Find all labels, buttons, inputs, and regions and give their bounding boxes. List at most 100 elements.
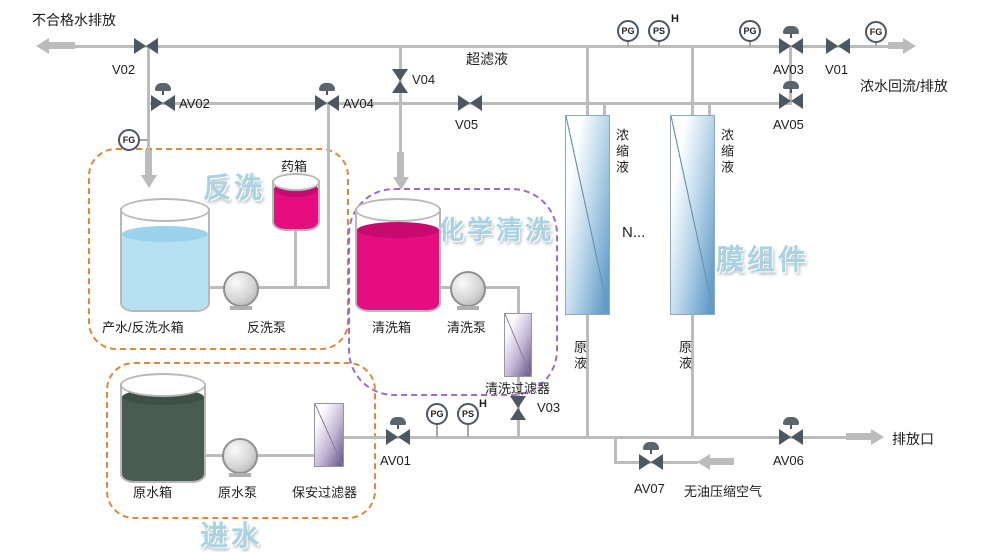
valve-av01 — [386, 417, 410, 445]
stem-pg-bottom — [436, 424, 438, 437]
label-concentrate-return-drain: 浓水回流/排放 — [860, 78, 948, 94]
section-title-backwash: 反洗 — [203, 171, 266, 204]
security-filter-icon — [314, 403, 344, 467]
liquid-surface — [122, 226, 208, 242]
label-discharge-port: 排放口 — [892, 431, 934, 447]
pipe-membrane1-concentrate-stub — [603, 103, 606, 116]
label-unqualified-water-drain: 不合格水排放 — [32, 12, 116, 28]
cleaning-inlet-arrow-icon — [393, 177, 409, 190]
label-feed-liquid-2: 原液 — [677, 340, 692, 372]
flow-gauge-icon: FG — [118, 129, 140, 151]
tank-liquid — [274, 181, 318, 229]
reflux-arrow-shaft — [888, 42, 904, 49]
label-cleaning-pump: 清洗泵 — [447, 320, 487, 335]
instrument-tag: PS — [652, 26, 665, 36]
tank-top-ellipse — [120, 373, 206, 397]
tank-shell — [355, 208, 441, 312]
stem-fg-left — [140, 139, 148, 141]
tank-top-ellipse — [355, 198, 441, 222]
tank-shell — [120, 383, 206, 483]
valve-label-av05: AV05 — [773, 117, 804, 132]
pressure-gauge-icon: PG — [739, 20, 761, 42]
valve-v05 — [458, 95, 482, 111]
discharge-arrow-shaft — [846, 433, 872, 440]
pipe-backwash-pump-line — [206, 286, 330, 289]
valve-av05 — [779, 81, 803, 109]
pipe-membrane1-feed — [586, 315, 589, 437]
label-concentrate-1: 浓缩液 — [614, 128, 629, 176]
drain-arrow-shaft — [49, 42, 75, 49]
tank-top-ellipse — [120, 198, 210, 222]
stem-ps-bottom — [467, 424, 469, 437]
raw-water-pump-icon — [222, 438, 258, 477]
label-n-more-modules: N... — [622, 224, 646, 241]
valve-label-av03: AV03 — [773, 62, 804, 77]
valve-av03 — [779, 26, 803, 54]
stem-pg-top1 — [627, 42, 629, 47]
pipe-backwash-branch — [147, 102, 403, 105]
backwash-inlet-arrow-shaft — [145, 150, 152, 176]
backwash-inlet-arrow-icon — [141, 175, 157, 188]
pressure-gauge-icon: PG — [426, 403, 448, 425]
label-feed-liquid-1: 原液 — [572, 340, 587, 372]
pipe-membrane2-concentrate-stub — [708, 103, 711, 116]
pressure-switch-icon: PS — [648, 20, 670, 42]
air-arrow-icon — [697, 454, 710, 470]
valve-label-v02: V02 — [112, 62, 136, 77]
instrument-tag: PG — [621, 26, 635, 36]
label-ultrafiltrate: 超滤液 — [466, 51, 508, 67]
tank-shell — [120, 208, 210, 312]
backwash-pump-icon — [223, 271, 259, 310]
valve-label-av01: AV01 — [380, 453, 411, 468]
valve-label-av02: AV02 — [179, 96, 210, 111]
high-marker: H — [671, 13, 679, 25]
pipe-backwash-riser — [327, 102, 330, 289]
zone-inlet — [106, 362, 376, 519]
pipe-v04-drop — [399, 45, 402, 155]
pipe-membrane2-permeate-riser — [691, 45, 694, 115]
valve-label-av06: AV06 — [773, 453, 804, 468]
valve-av02 — [151, 83, 175, 111]
cleaning-filter-icon — [504, 313, 532, 377]
valve-label-v01: V01 — [825, 62, 849, 77]
tank-top-ellipse — [272, 173, 320, 191]
reflux-arrow-icon — [903, 38, 916, 54]
label-raw-water-tank: 原水箱 — [133, 485, 173, 500]
instrument-tag: FG — [122, 135, 136, 145]
stem-pg-top2 — [749, 42, 751, 47]
label-cleaning-filter: 清洗过滤器 — [485, 381, 551, 396]
discharge-arrow-icon — [871, 429, 884, 445]
valve-label-av04: AV04 — [343, 96, 374, 111]
membrane-module-1 — [565, 115, 610, 315]
valve-label-av07: AV07 — [634, 481, 665, 496]
pipe-raw-pump-line — [203, 454, 329, 457]
product-backwash-tank — [120, 198, 210, 312]
air-arrow-shaft — [710, 458, 734, 465]
pipe-membrane2-feed — [691, 315, 694, 437]
instrument-tag: FG — [869, 27, 883, 37]
pressure-switch-icon: PS — [457, 403, 479, 425]
label-oil-free-compressed-air: 无油压缩空气 — [684, 484, 763, 499]
stem-ps-top — [658, 42, 660, 47]
label-security-filter: 保安过滤器 — [292, 485, 358, 500]
pipe-bottom-feed-line — [343, 436, 850, 439]
chemical-dosing-tank — [272, 173, 320, 231]
section-title-inlet: 进水 — [200, 519, 263, 552]
label-chemical-dosing-tank: 药箱 — [281, 159, 308, 174]
label-concentrate-2: 浓缩液 — [719, 128, 734, 176]
valve-v03 — [510, 396, 526, 420]
drain-arrow-icon — [36, 38, 49, 54]
pressure-gauge-icon: PG — [617, 20, 639, 42]
pipe-dosing-drop — [294, 228, 297, 288]
cleaning-pump-icon — [450, 271, 486, 310]
valve-av07 — [639, 442, 663, 470]
cleaning-inlet-arrow-shaft — [397, 152, 404, 178]
zone-chemical-cleaning — [348, 188, 558, 396]
valve-v04 — [392, 69, 408, 93]
liquid-surface — [357, 222, 439, 238]
label-cleaning-tank: 清洗箱 — [372, 320, 412, 335]
instrument-tag: PG — [430, 409, 444, 419]
valve-av04 — [315, 83, 339, 111]
raw-water-tank — [120, 373, 206, 483]
